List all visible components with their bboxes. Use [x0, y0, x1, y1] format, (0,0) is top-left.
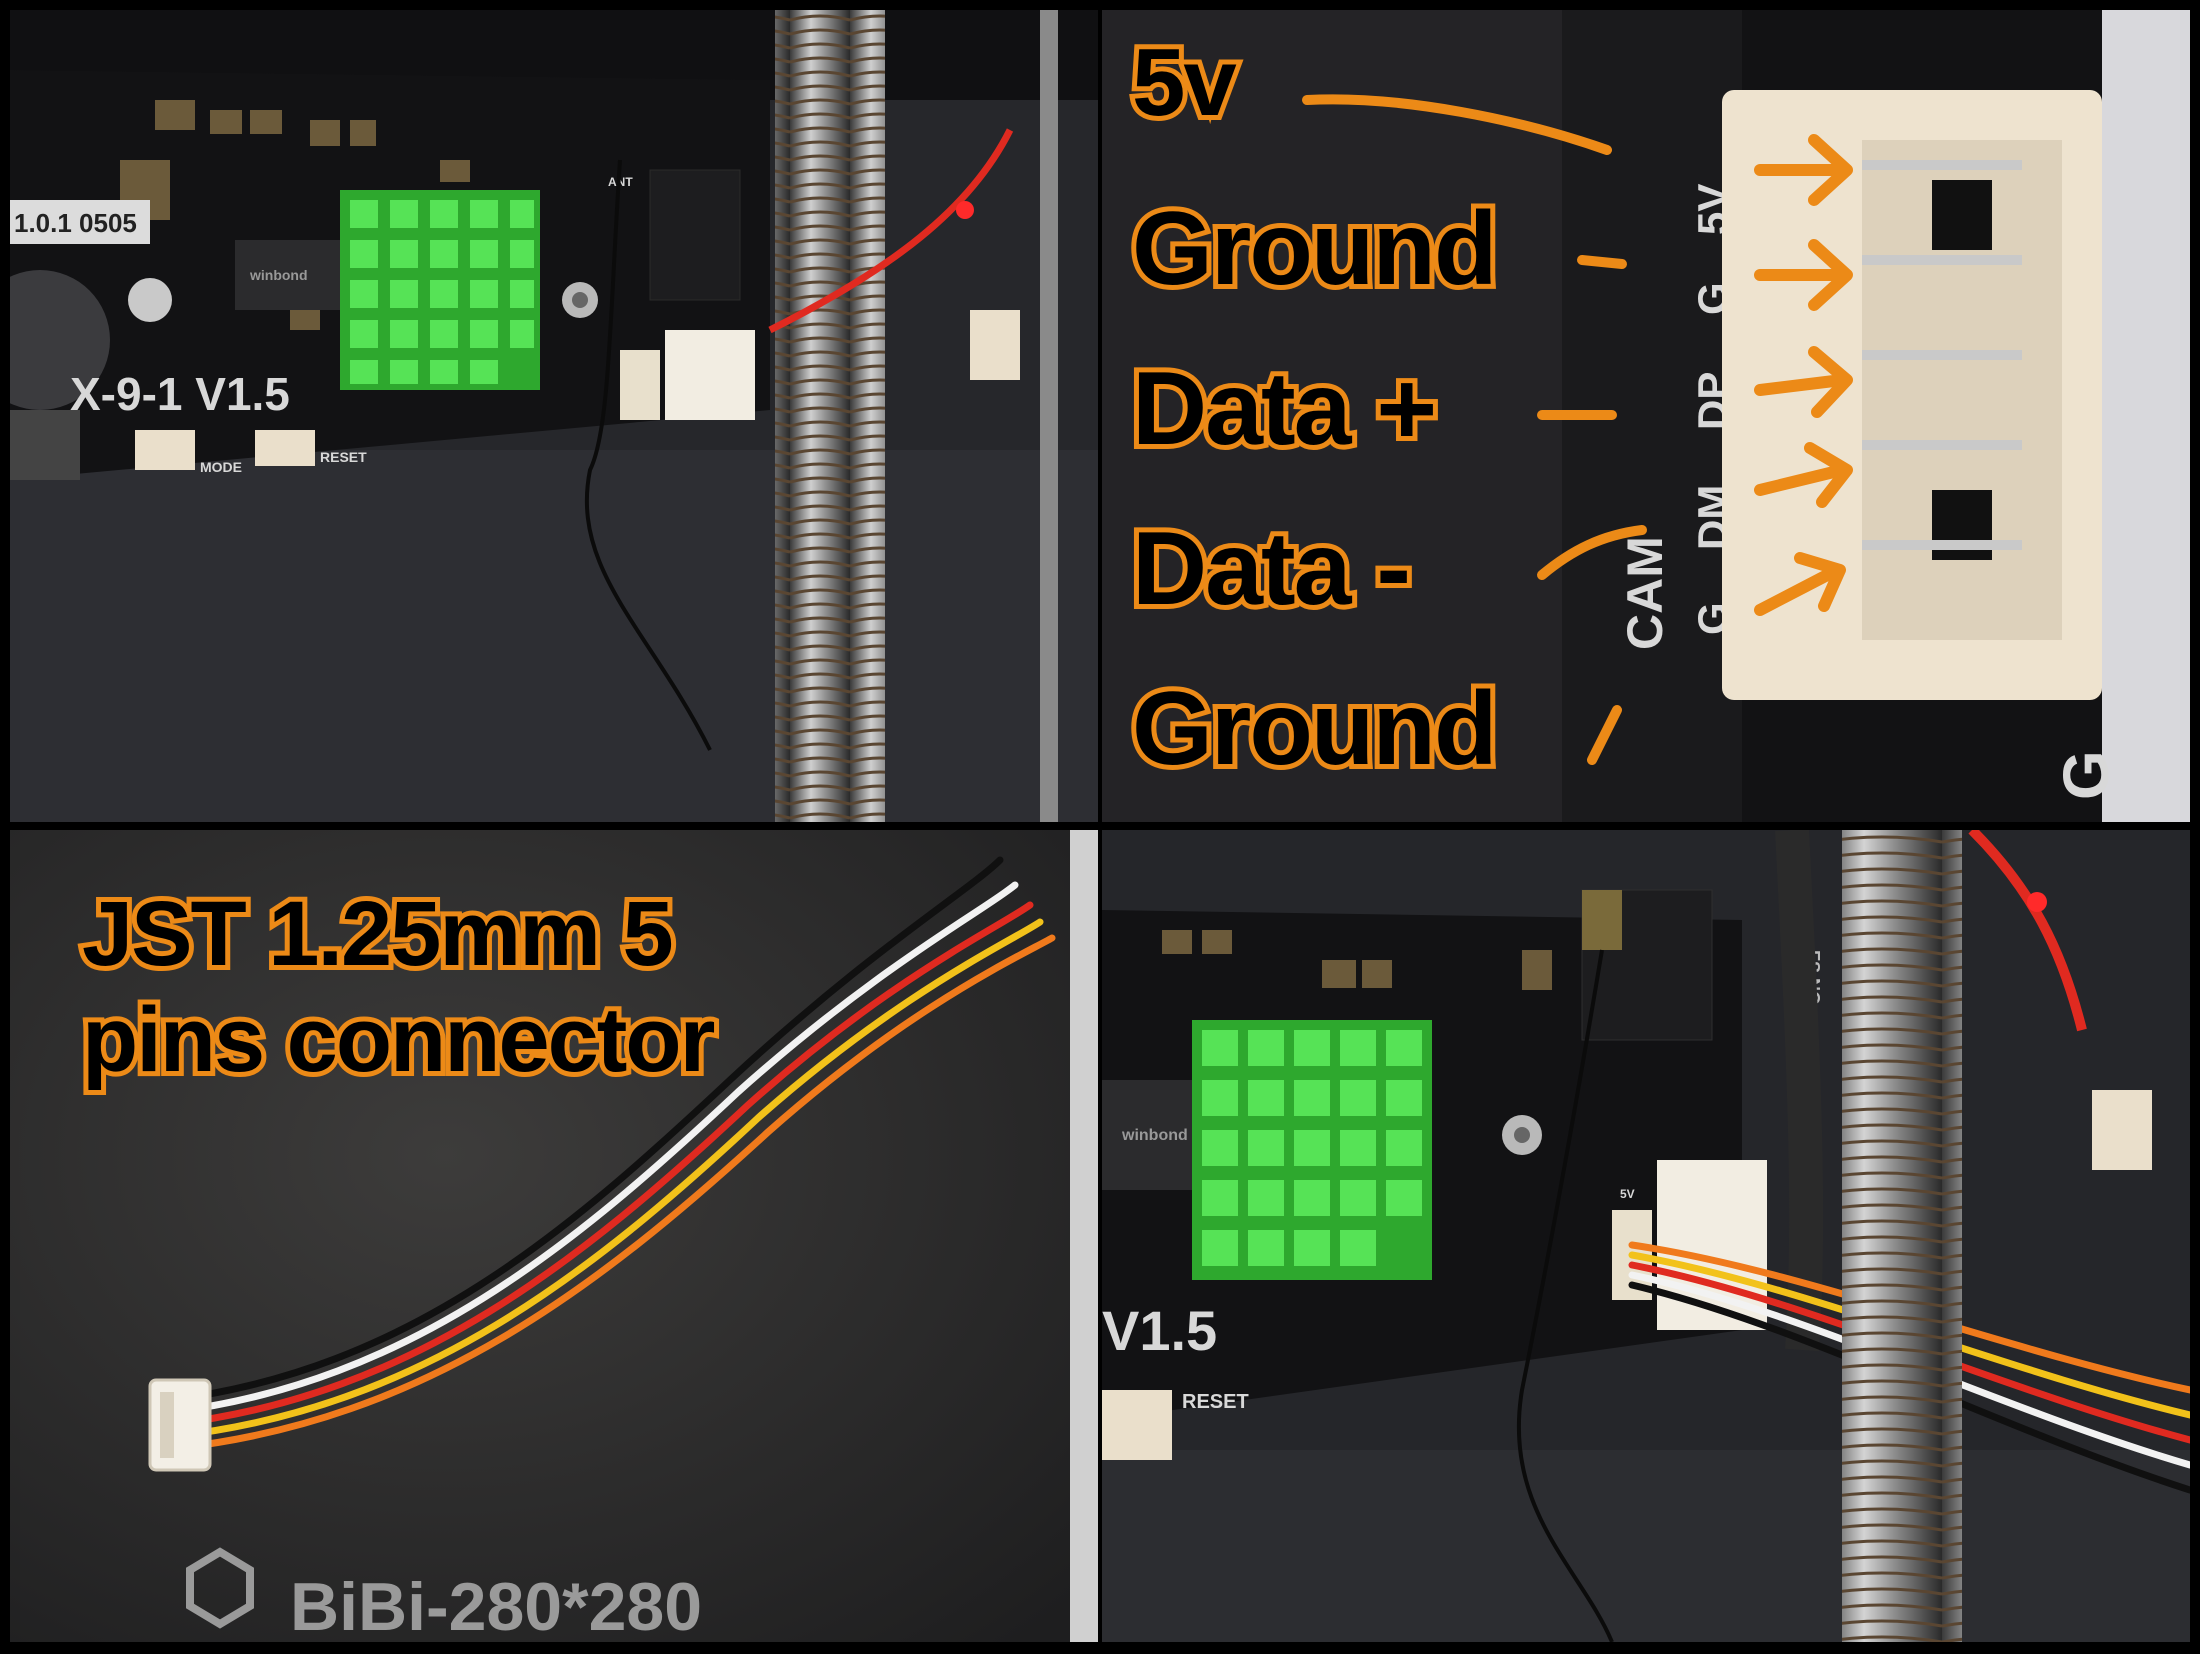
- status-led: [956, 201, 974, 219]
- heatsink: [1192, 1020, 1432, 1280]
- pinout-closeup-photo: 5V G DP DM G CAM G: [1102, 10, 2190, 822]
- heatsink: [340, 190, 540, 390]
- bed-logo: [186, 1547, 254, 1629]
- silk-ant: ANT: [608, 175, 633, 189]
- antenna-wire: [584, 159, 712, 751]
- silk-g-edge: G: [2050, 750, 2122, 800]
- jst-connector: [1722, 90, 2102, 700]
- leader-lines: [1302, 94, 1647, 765]
- status-led: [2027, 892, 2047, 912]
- pin-label-5v: 5v: [1127, 24, 1242, 141]
- camera-connector: [620, 350, 660, 420]
- mode-connector: [135, 430, 195, 470]
- reset-button: [1102, 1390, 1172, 1460]
- connector-label-line-1: JST 1.25mm 5: [77, 878, 679, 990]
- pin-label-data-minus: Data -: [1127, 506, 1416, 632]
- wifi-module: [649, 169, 741, 301]
- version-sticker: [10, 200, 150, 244]
- board-version-label: 1.0.1 0505: [14, 208, 137, 238]
- usb-port: [10, 410, 80, 480]
- panel-installed: winbond V1.5 RESET 5V FS NO: [1102, 830, 2190, 1642]
- lead-screw: [775, 10, 885, 822]
- silk-camera: CAM: [1617, 536, 1673, 650]
- bed-print-text: BiBi-280*280: [290, 1569, 702, 1642]
- board-version-fragment: V1.5: [1102, 1299, 1217, 1362]
- usb-connector: [665, 330, 755, 420]
- silk-reset: RESET: [1182, 1391, 1249, 1413]
- chip-brand: winbond: [249, 267, 308, 283]
- pin-label-ground-2: Ground: [1127, 666, 1503, 792]
- jst-cable-wires: [166, 856, 1056, 1452]
- lead-screw: [1842, 830, 1962, 1642]
- connector-label-line-2: pins connector: [77, 984, 720, 1096]
- pin-label-ground-1: Ground: [1127, 186, 1503, 312]
- panel-pinout-closeup: 5V G DP DM G CAM G: [1102, 10, 2190, 822]
- pin-label-data-plus: Data +: [1127, 346, 1442, 472]
- reset-button: [255, 430, 315, 466]
- silk-reset: RESET: [320, 449, 367, 465]
- flash-chip: [235, 240, 345, 310]
- silk-mode: MODE: [200, 459, 242, 475]
- jst-plug: [148, 1378, 212, 1472]
- silk-5v: 5V: [1620, 1187, 1635, 1201]
- antenna-wire: [1516, 949, 1614, 1642]
- board-overview-photo: 1.0.1 0505 winbond X-9-1 V1.5 MODE RESET…: [10, 10, 1098, 822]
- panel-cable: BiBi-280*280 JST 1.25mm 5 pins connector: [10, 830, 1098, 1642]
- installed-photo: winbond V1.5 RESET 5V FS NO: [1102, 830, 2190, 1642]
- board-model-label: X-9-1 V1.5: [70, 368, 290, 420]
- mount-hole: [10, 270, 110, 410]
- pin-arrows: [1754, 134, 1853, 616]
- panel-board-overview: 1.0.1 0505 winbond X-9-1 V1.5 MODE RESET…: [10, 10, 1098, 822]
- cable-photo: BiBi-280*280: [10, 830, 1098, 1642]
- usb-connector: [1657, 1160, 1767, 1330]
- chip-brand: winbond: [1121, 1127, 1188, 1144]
- smd-components: [1162, 930, 1552, 990]
